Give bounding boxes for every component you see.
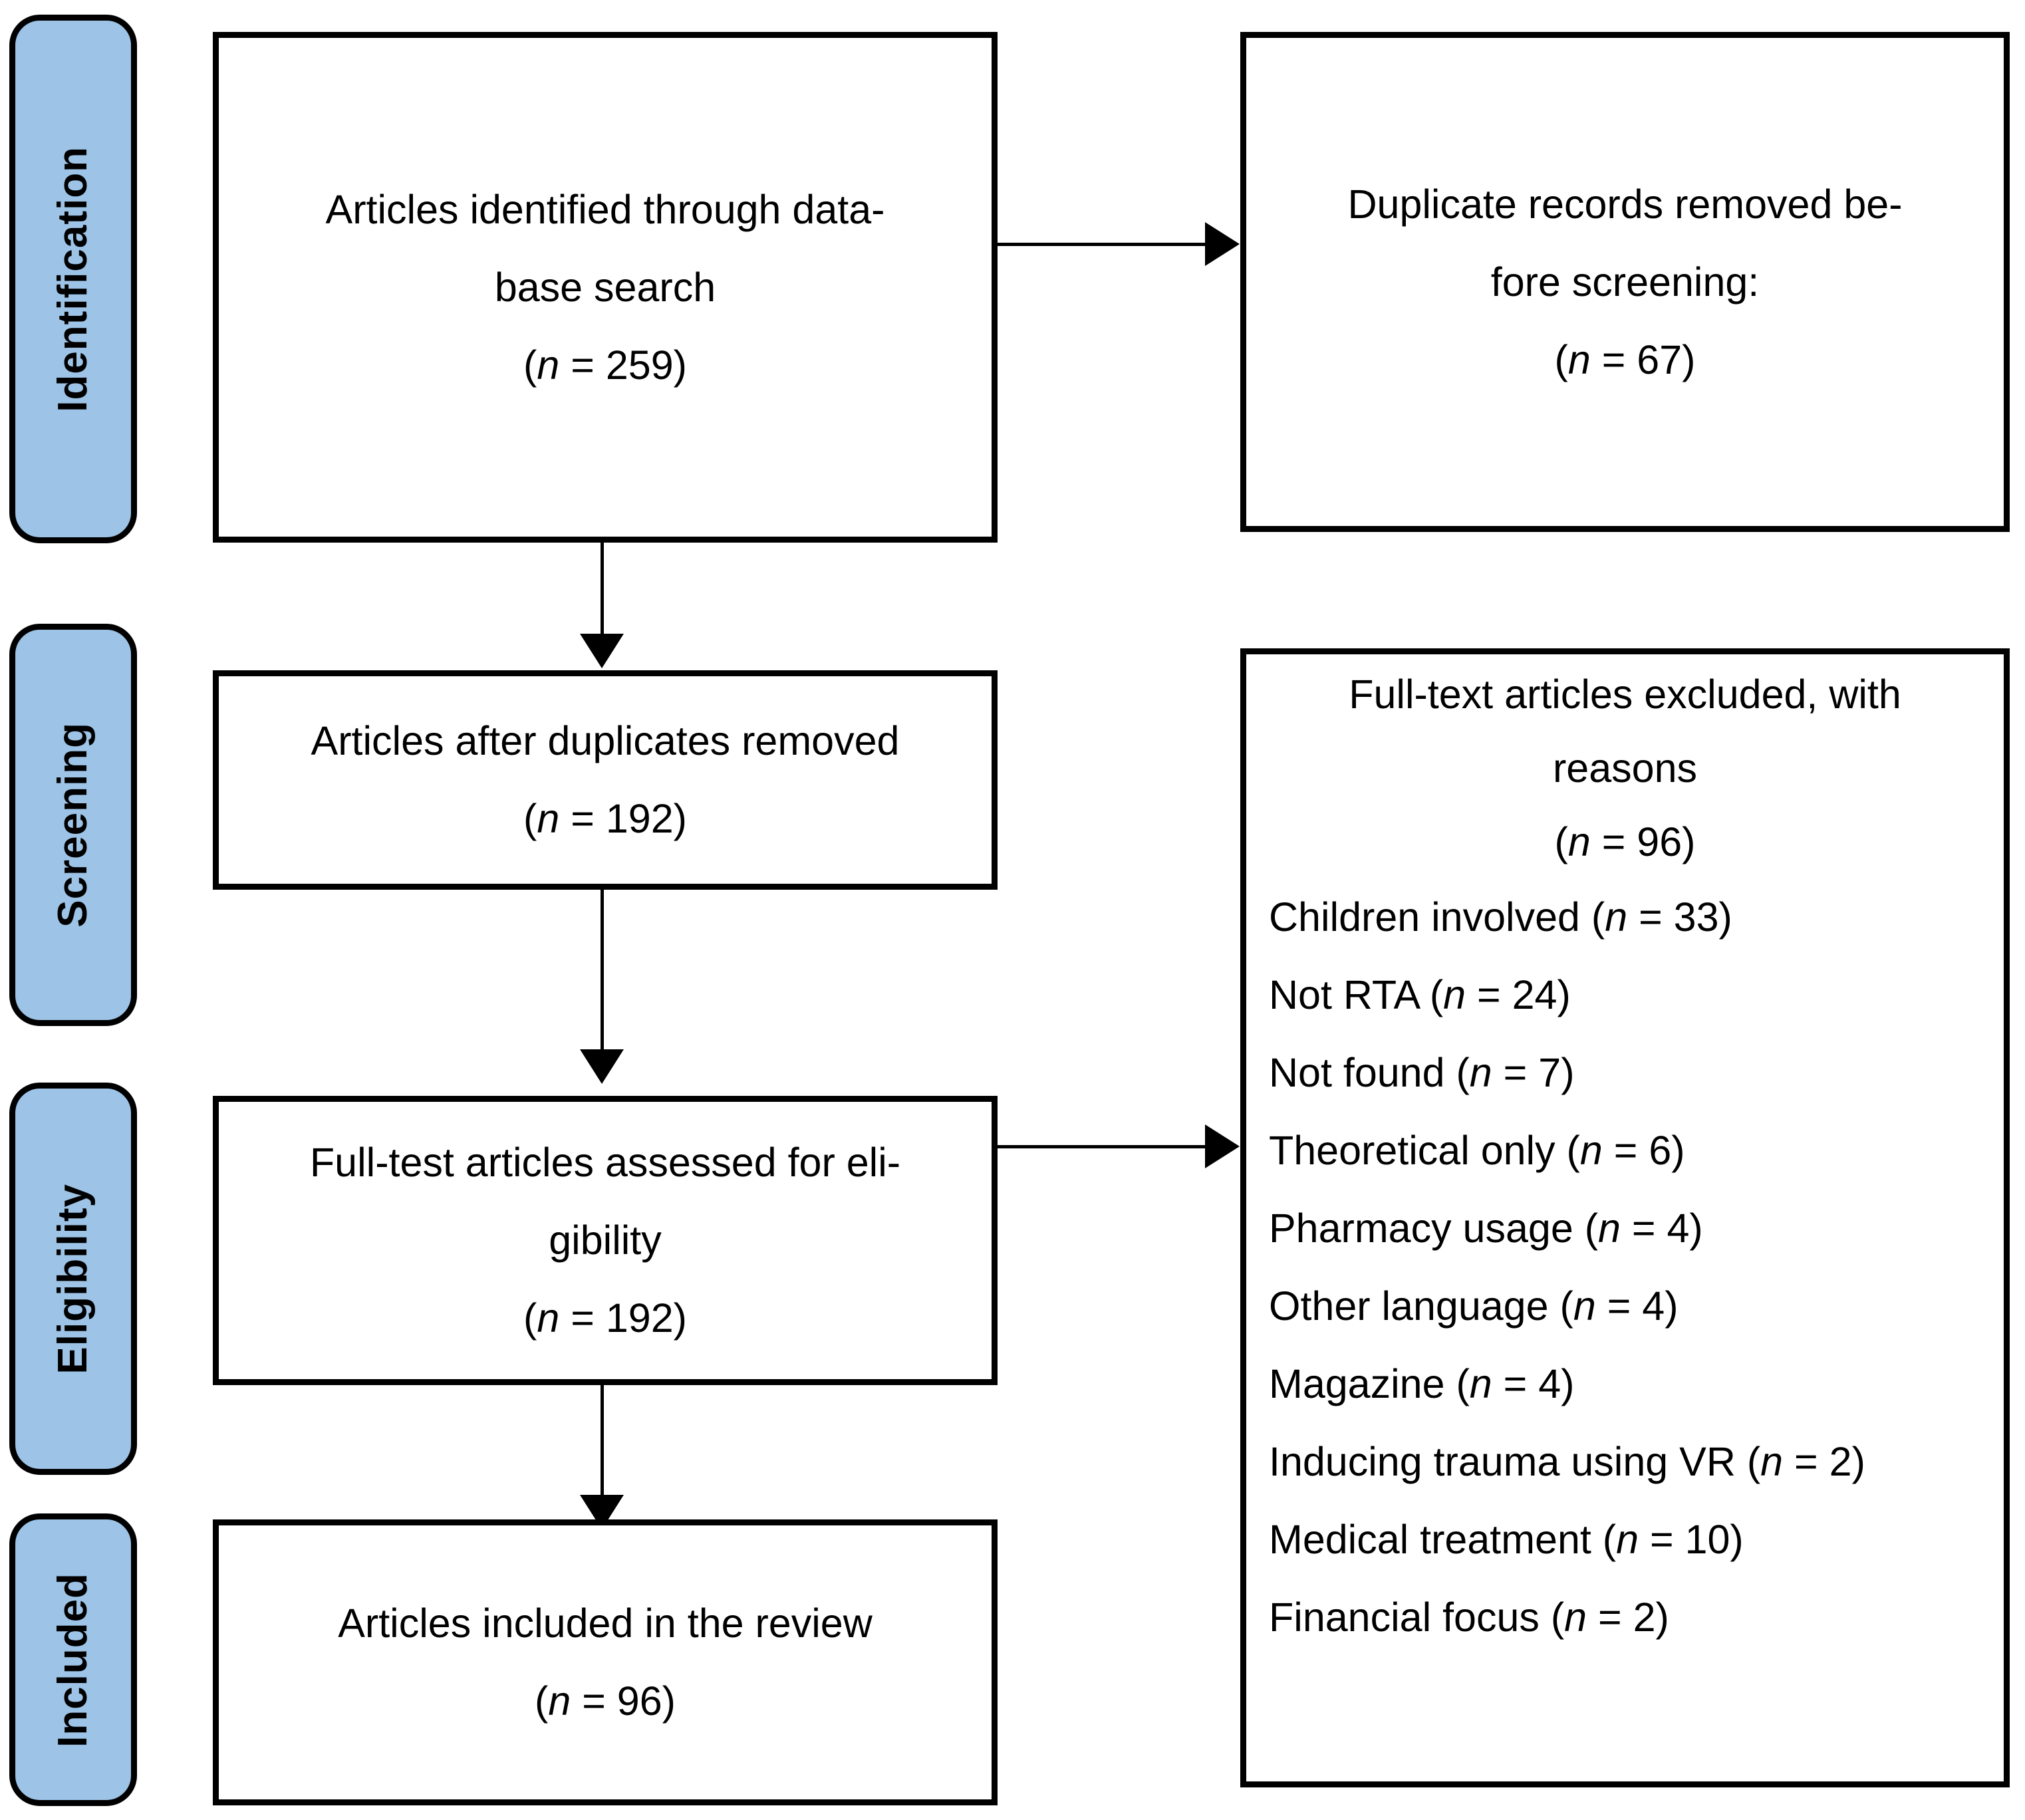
assessed-line-2: gibility — [549, 1218, 662, 1263]
arrowhead-to-excluded — [1205, 1124, 1240, 1168]
duplicates-line-2: fore screening: — [1490, 259, 1760, 305]
connector-assessed-to-included — [601, 1383, 604, 1499]
reason-label: Not found — [1269, 1050, 1445, 1095]
after-duplicates-line-1: Articles after duplicates removed — [311, 718, 900, 763]
after-duplicates-count-value: 192 — [605, 796, 674, 841]
reason-label: Children involved — [1269, 894, 1580, 940]
reason-n-value: 33 — [1673, 894, 1719, 940]
duplicates-count-value: 67 — [1637, 336, 1683, 382]
assessed-count-n: n — [537, 1295, 560, 1341]
box-after-duplicates-removed: Articles after duplicates removed (n = 1… — [213, 670, 998, 890]
reason-n-symbol: n — [1443, 972, 1466, 1017]
arrowhead-to-duplicates — [1205, 222, 1240, 266]
assessed-line-1: Full-test articles assessed for eli- — [309, 1140, 901, 1185]
excluded-count-n: n — [1567, 819, 1591, 864]
excluded-head-line-2: reasons — [1552, 745, 1697, 791]
exclusion-reason-item: Not found (n = 7) — [1269, 1050, 1575, 1095]
exclusion-reason-item: Theoretical only (n = 6) — [1269, 1128, 1685, 1173]
stage-pill-identification: Identification — [9, 15, 137, 543]
reason-n-value: 4 — [1538, 1361, 1561, 1406]
included-line-1: Articles included in the review — [338, 1601, 873, 1646]
exclusion-reason-item: Children involved (n = 33) — [1269, 894, 1732, 940]
assessed-count-value: 192 — [605, 1295, 674, 1341]
connector-identified-to-duplicates — [998, 243, 1230, 246]
duplicates-count: (n = 67) — [1554, 336, 1696, 382]
reason-n-symbol: n — [1760, 1439, 1784, 1484]
excluded-head-line-1: Full-text articles excluded, with — [1349, 672, 1901, 717]
reason-label: Theoretical only — [1269, 1128, 1555, 1173]
exclusion-reason-item: Medical treatment (n = 10) — [1269, 1517, 1744, 1562]
excluded-count: (n = 96) — [1554, 819, 1696, 864]
connector-after-duplicates-to-assessed — [601, 888, 604, 1054]
stage-label-screening: Screening — [50, 722, 96, 928]
duplicates-line-1: Duplicate records removed be- — [1347, 181, 1903, 227]
after-duplicates-count-n: n — [537, 796, 560, 841]
reason-n-symbol: n — [1579, 1128, 1603, 1173]
reason-n-value: 4 — [1642, 1283, 1665, 1329]
reason-n-value: 24 — [1512, 972, 1557, 1017]
exclusion-reason-item: Other language (n = 4) — [1269, 1283, 1679, 1329]
reason-n-symbol: n — [1573, 1283, 1596, 1329]
box-articles-included: Articles included in the review (n = 96) — [213, 1519, 998, 1805]
reason-n-symbol: n — [1605, 894, 1628, 940]
connector-identified-to-after-duplicates — [601, 543, 604, 639]
included-count: (n = 96) — [535, 1678, 676, 1724]
duplicates-count-n: n — [1567, 336, 1591, 382]
reason-n-value: 4 — [1667, 1206, 1690, 1251]
exclusion-reason-item: Financial focus (n = 2) — [1269, 1595, 1669, 1640]
exclusion-reason-list: Children involved (n = 33) Not RTA (n = … — [1269, 897, 1981, 1638]
reason-n-value: 10 — [1685, 1517, 1730, 1562]
assessed-count: (n = 192) — [523, 1295, 687, 1341]
reason-label: Financial focus — [1269, 1595, 1540, 1640]
box-full-text-assessed: Full-test articles assessed for eli- gib… — [213, 1096, 998, 1385]
reason-n-value: 2 — [1829, 1439, 1852, 1484]
after-duplicates-count: (n = 192) — [523, 796, 687, 841]
stage-pill-eligibility: Eligibility — [9, 1083, 137, 1475]
reason-label: Medical treatment — [1269, 1517, 1591, 1562]
identified-count-n: n — [537, 342, 560, 388]
box-articles-identified: Articles identified through data- base s… — [213, 32, 998, 543]
stage-label-included: Included — [50, 1572, 96, 1748]
stage-label-identification: Identification — [50, 146, 96, 412]
reason-label: Not RTA — [1269, 972, 1418, 1017]
reason-n-value: 6 — [1649, 1128, 1672, 1173]
box-full-text-excluded: Full-text articles excluded, with reason… — [1240, 648, 2010, 1787]
stage-pill-screening: Screening — [9, 624, 137, 1026]
exclusion-reason-item: Inducing trauma using VR (n = 2) — [1269, 1439, 1865, 1484]
exclusion-reason-item: Magazine (n = 4) — [1269, 1361, 1575, 1406]
stage-label-eligibility: Eligibility — [50, 1183, 96, 1374]
identified-count-value: 259 — [605, 342, 674, 388]
exclusion-reason-item: Not RTA (n = 24) — [1269, 972, 1571, 1017]
identified-line-2: base search — [494, 264, 716, 310]
reason-label: Other language — [1269, 1283, 1549, 1329]
stage-pill-included: Included — [9, 1513, 137, 1806]
reason-n-symbol: n — [1616, 1517, 1639, 1562]
identified-line-1: Articles identified through data- — [325, 186, 885, 232]
reason-n-symbol: n — [1598, 1206, 1621, 1251]
reason-label: Inducing trauma using VR — [1269, 1439, 1736, 1484]
connector-assessed-to-excluded — [998, 1145, 1230, 1148]
box-duplicates-removed: Duplicate records removed be- fore scree… — [1240, 32, 2010, 532]
excluded-count-value: 96 — [1637, 819, 1683, 864]
identified-count: (n = 259) — [523, 342, 687, 388]
reason-n-value: 7 — [1538, 1050, 1561, 1095]
included-count-value: 96 — [616, 1678, 662, 1724]
reason-n-value: 2 — [1633, 1595, 1656, 1640]
reason-n-symbol: n — [1564, 1595, 1587, 1640]
reason-label: Magazine — [1269, 1361, 1445, 1406]
arrowhead-to-after-duplicates — [580, 634, 624, 668]
reason-n-symbol: n — [1469, 1050, 1492, 1095]
included-count-n: n — [548, 1678, 571, 1724]
reason-n-symbol: n — [1469, 1361, 1492, 1406]
exclusion-reason-item: Pharmacy usage (n = 4) — [1269, 1206, 1703, 1251]
reason-label: Pharmacy usage — [1269, 1206, 1573, 1251]
arrowhead-to-assessed — [580, 1049, 624, 1084]
